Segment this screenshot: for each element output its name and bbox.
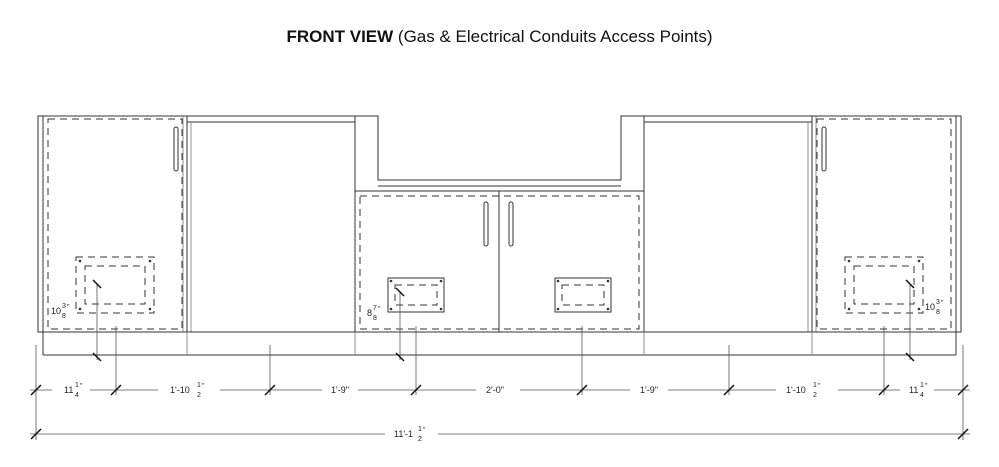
dim-label-2-den: 2 xyxy=(197,392,201,399)
dim-label-1-den: 4 xyxy=(75,392,79,399)
total-dim-unit: " xyxy=(423,427,426,434)
dim-label-5: 1'-9" xyxy=(640,385,658,395)
right-access-num: 3 xyxy=(936,299,940,306)
door-handles xyxy=(173,126,827,247)
dim-label-1-num: 1 xyxy=(75,382,79,389)
drawing-title: FRONT VIEW (Gas & Electrical Conduits Ac… xyxy=(0,27,999,47)
total-dim-label: 11'-1 xyxy=(394,429,413,439)
dim-label-2: 1'-10 xyxy=(170,385,190,395)
center-right-handle xyxy=(508,201,514,247)
left-cabinet xyxy=(42,115,188,333)
left-center-module xyxy=(186,115,356,333)
left-access-panel xyxy=(75,256,155,314)
dim-label-7-den: 4 xyxy=(920,392,924,399)
right-access-den: 8 xyxy=(936,309,940,316)
left-door-handle xyxy=(173,126,179,172)
center-right-access-panel xyxy=(554,277,612,313)
access-points xyxy=(75,256,924,314)
total-dim-den: 2 xyxy=(418,436,422,443)
dim-label-1: 11 xyxy=(64,385,73,395)
dim-label-3: 1'-9" xyxy=(331,385,349,395)
center-left-handle xyxy=(483,201,489,247)
left-door-dashed xyxy=(47,118,183,330)
left-side-panel xyxy=(37,115,44,333)
left-access-height: 10 xyxy=(51,306,61,316)
dimension-labels: 11 1 4 " 1'-10 1 2 " 1'-9" 2'-0" 1'-9" 1… xyxy=(51,299,944,443)
right-access-unit: " xyxy=(941,300,944,307)
center-access-num: 7 xyxy=(373,305,377,312)
right-door-dashed xyxy=(816,118,952,330)
center-access-height: 8 xyxy=(367,308,372,318)
right-door-handle xyxy=(821,126,827,172)
dim-label-7-num: 1 xyxy=(920,382,924,389)
dim-label-6-den: 2 xyxy=(813,392,817,399)
dim-label-6-unit: " xyxy=(818,383,821,390)
total-dimension-line xyxy=(30,428,970,440)
right-side-panel xyxy=(955,115,962,333)
dim-label-7-unit: " xyxy=(925,383,928,390)
left-access-unit: " xyxy=(67,304,70,311)
total-dim-num: 1 xyxy=(418,426,422,433)
center-access-den: 8 xyxy=(373,315,377,322)
extension-lines xyxy=(35,326,964,440)
dim-label-6-num: 1 xyxy=(813,382,817,389)
left-access-den: 8 xyxy=(62,313,66,320)
dim-label-2-num: 1 xyxy=(197,382,201,389)
center-access-unit: " xyxy=(378,306,381,313)
segment-dimension-line xyxy=(30,384,970,396)
dim-label-4: 2'-0" xyxy=(486,385,504,395)
dim-label-6: 1'-10 xyxy=(786,385,806,395)
dim-label-2-unit: " xyxy=(202,383,205,390)
left-access-num: 3 xyxy=(62,303,66,310)
center-left-access-panel xyxy=(387,277,445,313)
right-access-panel xyxy=(844,256,924,314)
title-bold: FRONT VIEW xyxy=(286,27,394,46)
access-dimension-lines xyxy=(92,279,915,362)
title-rest: (Gas & Electrical Conduits Access Points… xyxy=(393,27,713,46)
dim-label-7: 11 xyxy=(909,385,918,395)
cabinet-outlines xyxy=(37,115,962,356)
right-cabinet xyxy=(811,115,957,333)
right-access-height: 10 xyxy=(925,302,935,312)
center-doors-dashed xyxy=(359,195,640,330)
dim-label-1-unit: " xyxy=(80,383,83,390)
right-center-module xyxy=(643,115,813,333)
